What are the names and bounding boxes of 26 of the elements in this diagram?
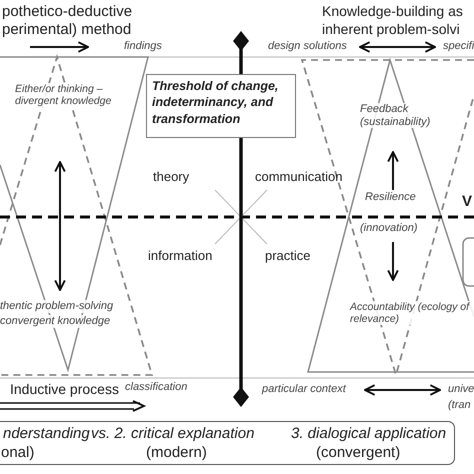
quadrant-label: communication bbox=[255, 170, 342, 185]
process-label: Inductive process bbox=[10, 381, 119, 398]
flow-label: (tran bbox=[448, 399, 471, 412]
heading-text: inherent problem-solvi bbox=[322, 21, 460, 38]
flow-label: specifi bbox=[443, 40, 474, 53]
flow-label: findings bbox=[124, 40, 162, 53]
heading-text: Knowledge-building as bbox=[322, 3, 463, 20]
quadrant-label: practice bbox=[265, 249, 311, 264]
concept-text: convergent knowledge bbox=[0, 315, 110, 328]
quadrant-label: information bbox=[148, 249, 212, 264]
axis-letter: V bbox=[462, 193, 472, 210]
column-text: 3. dialogical application bbox=[291, 425, 446, 442]
threshold-text: Threshold of change, indeterminancy, and transformation bbox=[152, 78, 280, 127]
quadrant-label: theory bbox=[153, 170, 190, 185]
heading-text: perimental) method bbox=[2, 21, 132, 38]
flow-label: particular context bbox=[262, 383, 346, 396]
column-text: (modern) bbox=[146, 444, 207, 462]
concept-text: thentic problem-solving bbox=[0, 300, 114, 313]
concept-text: Accountability (ecology of relevance) bbox=[350, 301, 474, 326]
column-text: vs. 2. critical explanation bbox=[91, 425, 254, 442]
heading-text: pothetico-deductive bbox=[2, 3, 132, 20]
column-text: (convergent) bbox=[316, 444, 400, 462]
column-text: nderstanding bbox=[3, 425, 90, 442]
concept-text: (innovation) bbox=[360, 222, 418, 235]
flow-label: design solutions bbox=[268, 40, 347, 53]
column-text: onal) bbox=[1, 444, 34, 462]
